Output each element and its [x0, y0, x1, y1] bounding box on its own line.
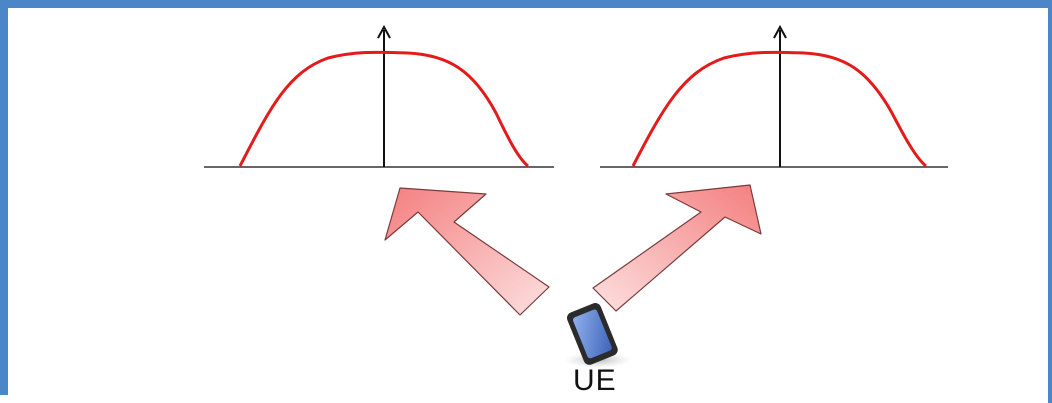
left-axis-arrowhead [377, 24, 391, 39]
right-bell-curve [631, 50, 927, 168]
right-axis-arrowhead [773, 24, 787, 39]
left-beam-pattern [204, 24, 554, 168]
frame-border-right [1048, 8, 1052, 403]
ue-label: UE [573, 364, 617, 397]
mobile-phone-icon [564, 303, 632, 368]
right-beam-pattern [600, 24, 948, 168]
beam-diagram [204, 24, 948, 368]
left-bell-curve [238, 50, 530, 168]
left-beam-arrow [384, 187, 550, 316]
right-beam-arrow [592, 184, 762, 312]
